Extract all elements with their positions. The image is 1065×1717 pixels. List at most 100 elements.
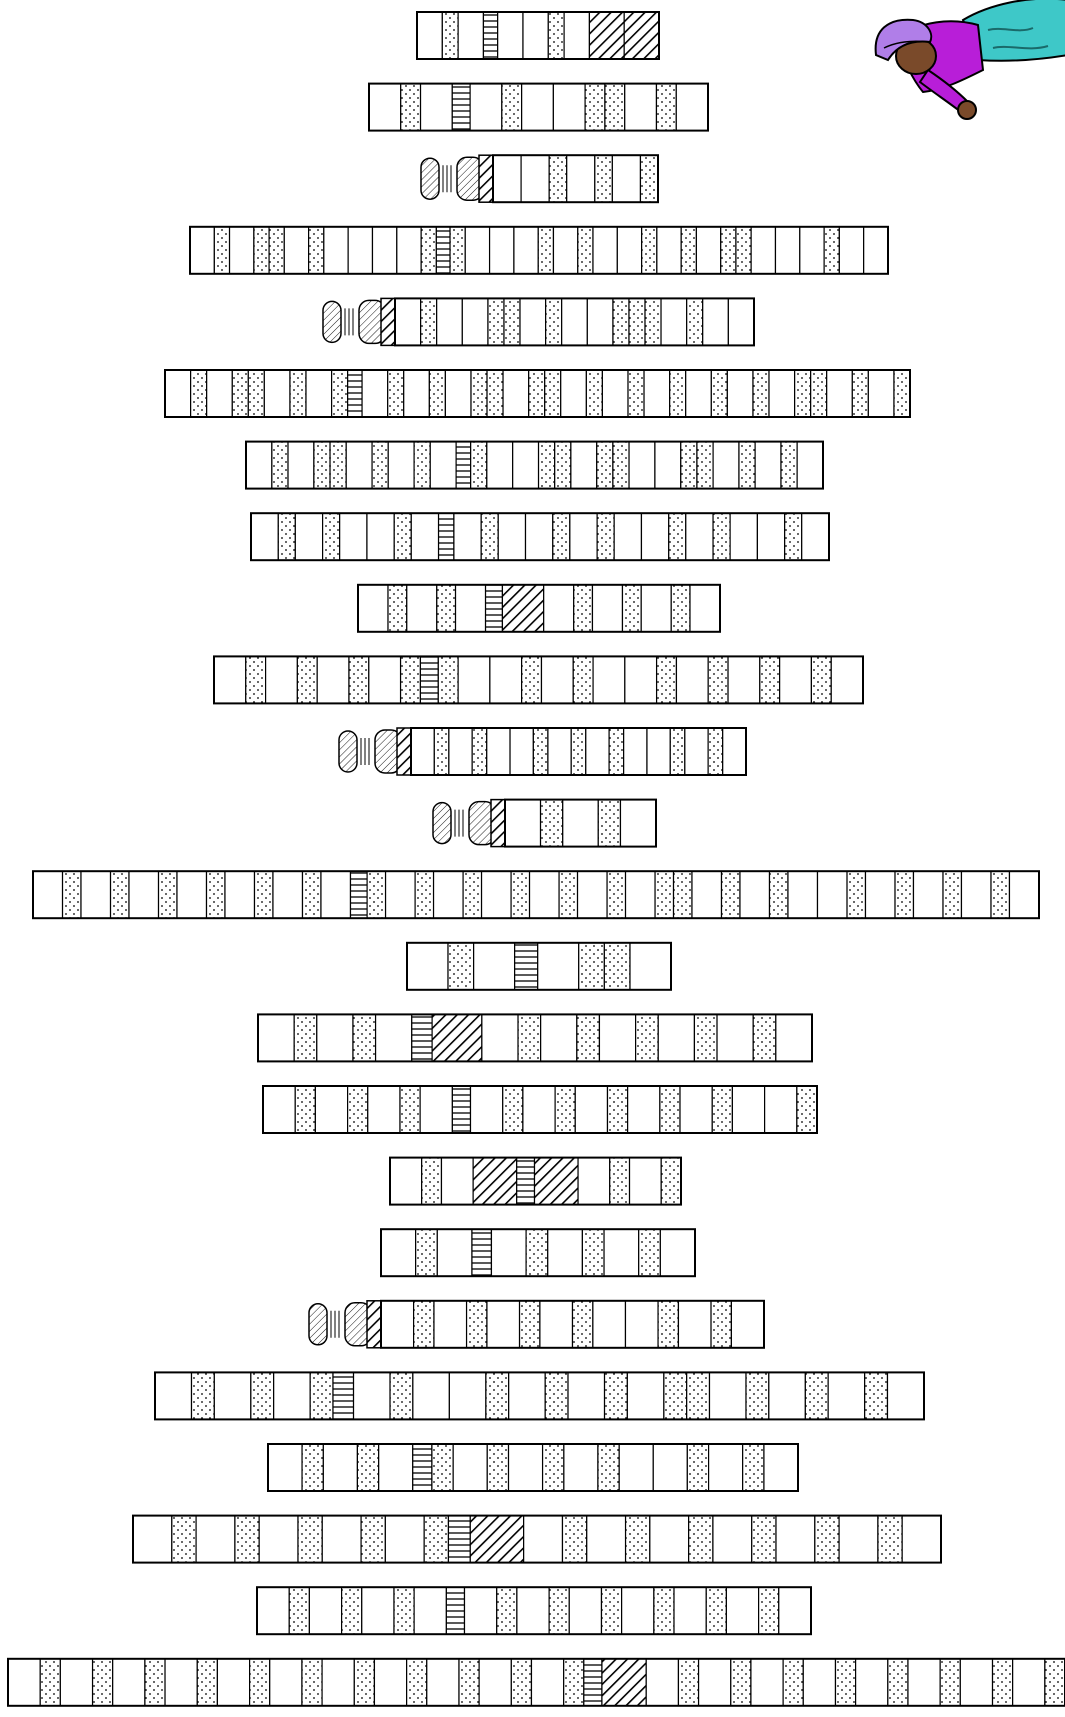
band-dotted: [753, 1014, 776, 1061]
band-plain: [740, 871, 770, 918]
band-plain: [317, 656, 349, 703]
band-dotted: [607, 871, 625, 918]
band-dotted: [660, 1086, 680, 1133]
band-dotted: [993, 1659, 1013, 1706]
band-dotted: [207, 871, 225, 918]
band-plain: [710, 1372, 747, 1419]
band-plain: [358, 585, 388, 632]
band-dotted: [711, 1301, 731, 1348]
band-plain: [570, 513, 597, 560]
band-plain: [650, 1516, 689, 1563]
band-dotted: [681, 227, 696, 274]
band-dotted: [678, 1659, 698, 1706]
band-plain: [321, 871, 351, 918]
band-dotted: [571, 728, 586, 775]
band-dotted: [520, 1301, 540, 1348]
band-dotted: [310, 1372, 333, 1419]
band-plain: [776, 1014, 812, 1061]
band-dotted: [471, 442, 487, 489]
band-plain: [155, 1372, 192, 1419]
chromosome-cap: [433, 800, 505, 847]
band-horizontal-stripes: [448, 1516, 470, 1563]
band-dotted: [290, 370, 306, 417]
band-dotted: [394, 1587, 414, 1634]
band-plain: [769, 1372, 806, 1419]
band-plain: [1009, 871, 1039, 918]
band-dotted: [597, 442, 613, 489]
band-plain: [751, 1659, 783, 1706]
band-dotted: [390, 1372, 413, 1419]
band-dotted: [522, 656, 542, 703]
band-plain: [587, 298, 613, 345]
band-plain: [561, 370, 587, 417]
band-plain: [578, 871, 608, 918]
band-dotted: [943, 871, 961, 918]
band-dotted: [421, 298, 437, 345]
band-plain: [728, 298, 754, 345]
band-horizontal-stripes: [584, 1659, 602, 1706]
band-plain: [458, 656, 490, 703]
band-horizontal-stripes: [456, 442, 471, 489]
band-plain: [548, 1229, 583, 1276]
band-plain: [509, 1444, 543, 1491]
band-dotted: [361, 1516, 385, 1563]
band-plain: [437, 1229, 472, 1276]
band-dotted: [687, 1372, 710, 1419]
band-dotted: [314, 442, 330, 489]
band-dotted: [504, 298, 520, 345]
band-dotted: [597, 513, 614, 560]
band-dotted: [605, 1372, 628, 1419]
band-dotted: [511, 871, 529, 918]
band-plain: [258, 1014, 294, 1061]
band-plain: [828, 1372, 865, 1419]
band-dotted: [295, 1086, 315, 1133]
band-dotted: [549, 155, 567, 202]
band-dotted: [545, 370, 561, 417]
band-dotted: [388, 585, 407, 632]
band-dotted: [613, 442, 629, 489]
band-plain: [653, 1444, 687, 1491]
band-plain: [133, 1516, 172, 1563]
band-dotted: [197, 1659, 217, 1706]
band-dotted: [852, 370, 868, 417]
band-dotted: [541, 800, 563, 847]
band-dotted: [674, 871, 692, 918]
band-plain: [354, 1372, 391, 1419]
band-dotted: [731, 1659, 751, 1706]
band-dotted: [323, 513, 340, 560]
band-dotted: [582, 1229, 604, 1276]
band-horizontal-stripes: [436, 227, 450, 274]
band-plain: [831, 656, 863, 703]
chromosome-6: [165, 370, 910, 417]
band-horizontal-stripes: [515, 943, 538, 990]
band-plain: [295, 513, 322, 560]
band-dotted: [486, 1372, 509, 1419]
band-dotted: [191, 370, 207, 417]
band-dotted: [422, 1158, 442, 1205]
band-plain: [780, 656, 812, 703]
band-dotted: [309, 227, 324, 274]
band-plain: [376, 1014, 412, 1061]
band-dotted: [459, 1659, 479, 1706]
band-diagonal-hatch: [473, 1158, 517, 1205]
band-plain: [593, 656, 625, 703]
band-dotted: [303, 871, 321, 918]
band-plain: [625, 1301, 658, 1348]
chromosome-19: [309, 1301, 764, 1348]
band-dotted: [736, 227, 751, 274]
band-plain: [678, 1301, 711, 1348]
band-plain: [531, 1659, 563, 1706]
band-dotted: [795, 370, 811, 417]
band-plain: [427, 1659, 459, 1706]
band-dotted: [609, 728, 624, 775]
band-plain: [960, 1659, 992, 1706]
band-plain: [517, 1587, 549, 1634]
band-plain: [865, 871, 895, 918]
band-plain: [713, 442, 739, 489]
band-plain: [723, 728, 746, 775]
band-plain: [765, 1086, 797, 1133]
band-dotted: [330, 442, 346, 489]
band-dotted: [555, 1086, 575, 1133]
band-plain: [526, 513, 553, 560]
band-plain: [225, 871, 255, 918]
